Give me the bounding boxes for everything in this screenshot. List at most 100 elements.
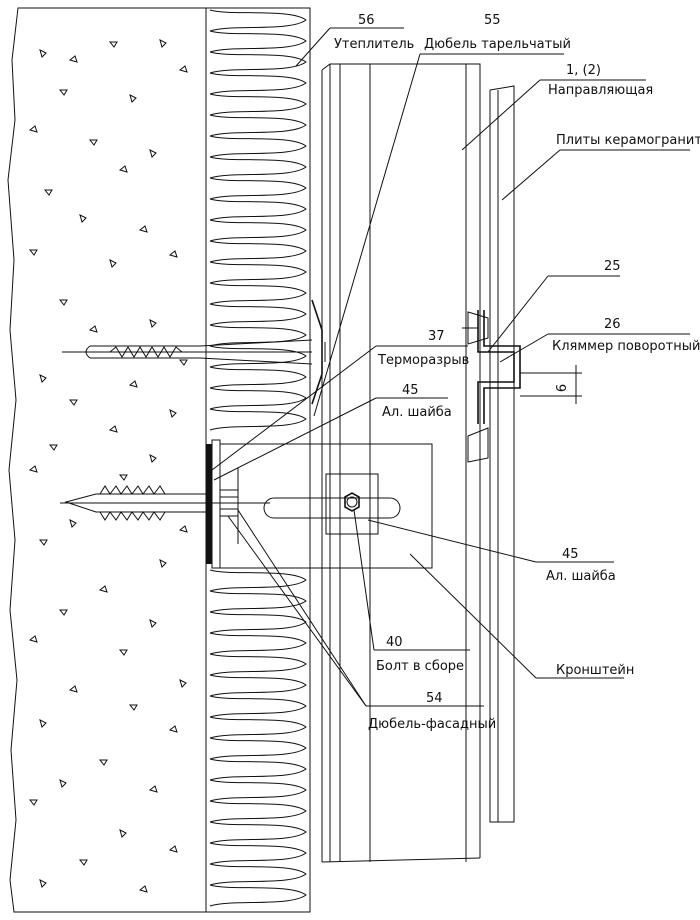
aggregate-stone [168,250,178,258]
label-54-num: 54 [426,691,443,706]
aggregate-stone [68,55,78,63]
label-1-text: Направляющая [548,83,653,98]
aggregate-stone [118,649,128,656]
aggregate-stone [179,679,187,688]
insulation-wave [209,198,307,221]
insulation-wave [209,261,307,284]
insulation-wave [209,674,307,697]
aggregate-stone [28,465,38,473]
insulation-hatch [209,9,307,907]
insulation-wave [209,695,307,718]
aggregate-stone [43,189,53,196]
label-37-num: 37 [428,329,445,344]
insulation-wave [209,345,307,368]
aggregate-stone [149,319,157,328]
label-55-text: Дюбель тарельчатый [424,37,571,52]
insulation-wave [209,303,307,326]
dimension-6: 6 [520,365,582,404]
insulation-wave [209,737,307,760]
label-40-text: Болт в сборе [376,659,464,674]
insulation-wave [209,821,307,844]
aggregate-stone [79,214,87,223]
aggregate-stone [108,41,118,48]
aggregate-stone [168,845,178,853]
insulation-wave [209,779,307,802]
insulation-wave [209,177,307,200]
aluminium-washer-pad [211,439,221,569]
aggregate-stone [119,829,127,838]
dimension-text: 6 [555,384,570,392]
aggregate-stone [138,885,148,893]
aggregate-stone [28,125,38,133]
insulation-wave [209,72,307,95]
aggregate-stone [149,149,157,158]
insulation-wave [209,240,307,263]
aggregate-stone [39,374,47,383]
label-37-text: Терморазрыв [377,353,469,368]
guide-rail [321,63,481,863]
insulation-wave [209,114,307,137]
insulation-wave [209,387,307,410]
aggregate-stone [178,359,188,366]
insulation-wave [209,135,307,158]
label-25-num: 25 [604,259,621,274]
label-plates-text: Плиты керамогранит [556,133,700,148]
label-1-num: 1, (2) [566,63,601,78]
label-45b-num: 45 [562,547,579,562]
insulation-wave [209,632,307,655]
label-40-num: 40 [386,635,403,650]
aggregate-stone [138,225,148,233]
aggregate-stone [149,454,157,463]
insulation-wave [209,716,307,739]
labels: 56 Утеплитель 55 Дюбель тарельчатый 1, (… [334,13,700,732]
aggregate-stone [118,474,128,481]
aggregate-stone [178,65,188,73]
aggregate-stone [128,380,138,388]
insulation-wave [209,30,307,53]
label-56-num: 56 [358,13,375,28]
label-26-num: 26 [604,317,621,332]
aggregate-stone [118,165,128,173]
aggregate-stone [58,299,68,306]
concrete-wall [7,7,207,913]
aggregate-stone [129,94,137,103]
aggregate-stone [168,725,178,733]
aggregate-stone [69,519,77,528]
aggregate-stone [128,704,138,711]
insulation-wave [209,653,307,676]
insulation-wave [209,408,307,431]
insulation-wave [209,842,307,865]
insulation-wave [209,800,307,823]
aggregate-stone [178,525,188,533]
aggregate-stone [159,559,167,568]
aggregate-stone [68,399,78,406]
label-55-num: 55 [484,13,501,28]
thermal-break-pad [206,444,212,564]
label-45a-text: Ал. шайба [382,405,452,420]
aggregate-stone [39,49,47,58]
aggregate-stone [149,619,157,628]
aggregate-stone [48,444,58,451]
insulation-wave [209,590,307,613]
aggregate-stone [38,539,48,546]
insulation-wave [209,366,307,389]
porcelain-tile [489,85,515,823]
aggregate-stone [108,425,118,433]
insulation-wave [209,884,307,907]
insulation-wave [209,219,307,242]
label-bracket-text: Кронштейн [556,663,634,678]
label-56-text: Утеплитель [334,37,414,52]
insulation-wave [209,324,307,347]
aggregate-stone [28,635,38,643]
aggregate-stone [88,139,98,146]
insulation-wave [209,93,307,116]
aggregate-stone [68,685,78,693]
aggregate-stone [98,759,108,766]
aggregate-stone [169,409,177,418]
insulation-wave [209,156,307,179]
turning-clamp [462,310,521,463]
insulation-wave [209,758,307,781]
label-45a-num: 45 [402,383,419,398]
